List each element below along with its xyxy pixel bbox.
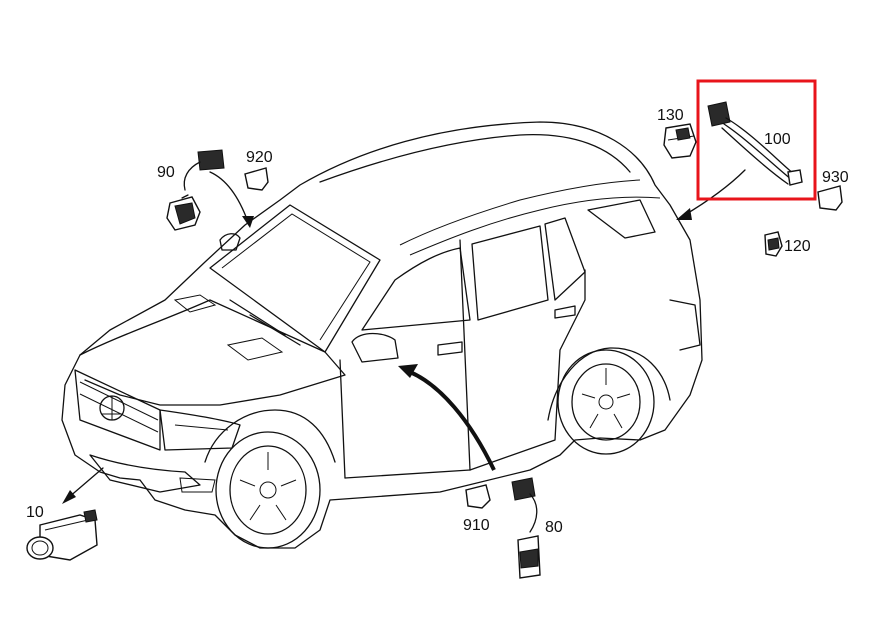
callout-920: 920 (246, 149, 273, 166)
part-100-harness (707, 101, 803, 186)
part-90-harness (166, 149, 225, 231)
part-80-harness (511, 477, 541, 579)
part-930-clip (817, 185, 843, 211)
part-10-sensor (26, 509, 98, 561)
part-120-holder (764, 231, 783, 257)
part-130-bracket (663, 123, 697, 159)
vehicle-outline (61, 121, 703, 549)
arrows (62, 169, 746, 504)
part-910-clip (465, 484, 491, 509)
callout-910: 910 (463, 517, 490, 534)
callout-90: 90 (157, 164, 175, 181)
highlight-box (696, 79, 817, 201)
callout-80: 80 (545, 519, 563, 536)
callout-130: 130 (657, 107, 684, 124)
callout-10: 10 (26, 504, 44, 521)
callout-120: 120 (784, 238, 811, 255)
callout-930: 930 (822, 169, 849, 186)
part-920-clip (244, 167, 269, 191)
callout-100: 100 (764, 131, 791, 148)
